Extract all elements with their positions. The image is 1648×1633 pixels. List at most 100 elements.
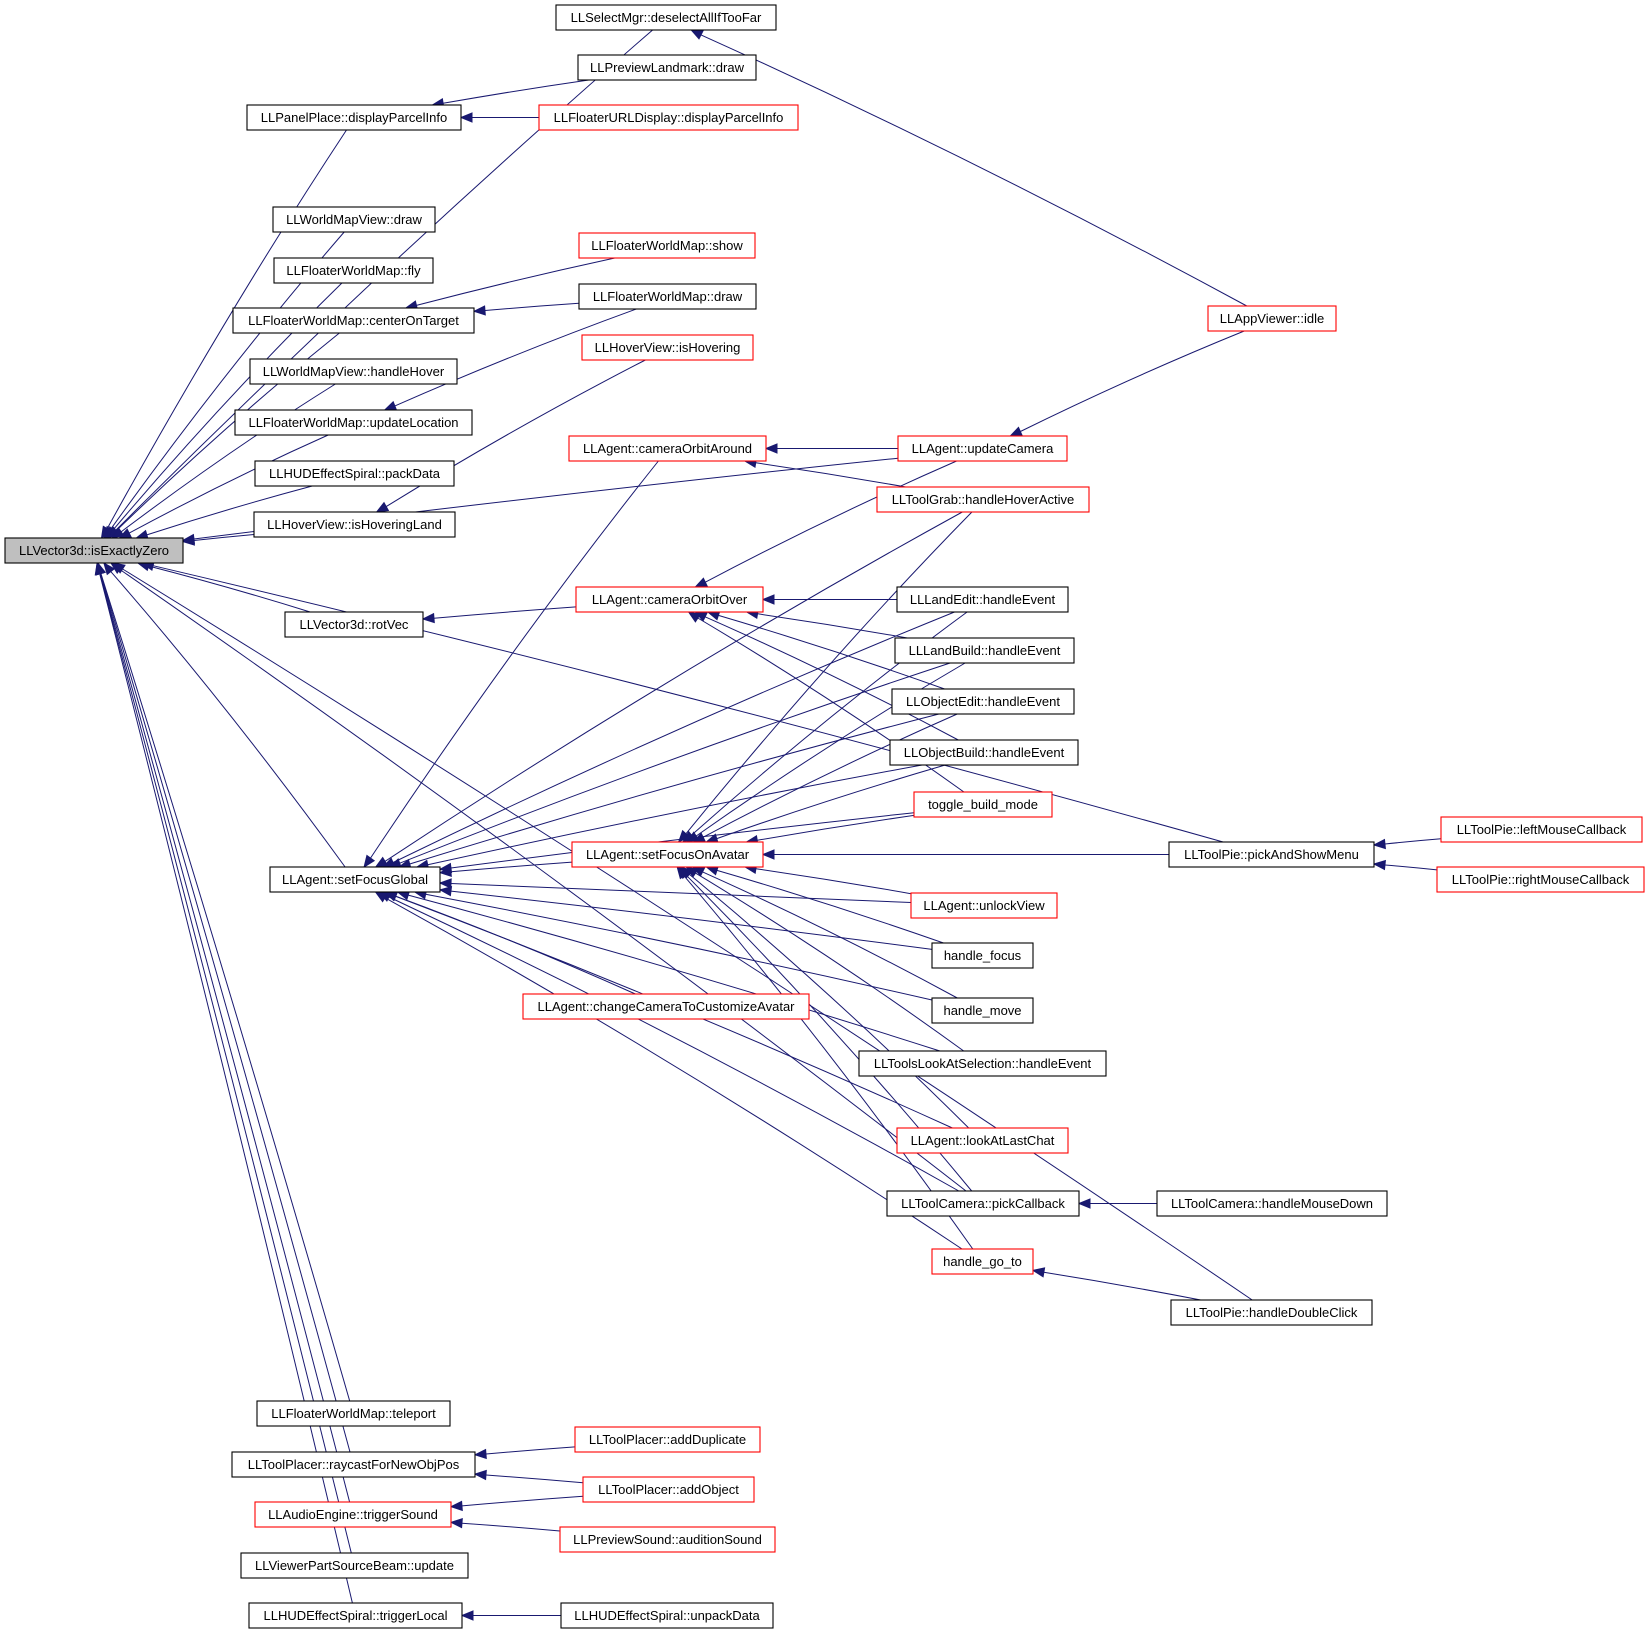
call-edge-cameraOrbitAround-to-setFocusGlobal <box>363 460 659 869</box>
arrowhead-icon <box>438 886 453 897</box>
edge-line <box>716 869 944 944</box>
arrowhead-icon <box>460 1610 474 1621</box>
node-box <box>582 1476 755 1503</box>
node-label: LLVector3d::isExactlyZero <box>19 543 169 558</box>
edge-line <box>99 573 351 1503</box>
node-panelPlaceDisplay[interactable]: LLPanelPlace::displayParcelInfo <box>246 104 462 131</box>
node-setFocusOnAvatar[interactable]: LLAgent::setFocusOnAvatar <box>571 841 764 868</box>
node-updateCamera[interactable]: LLAgent::updateCamera <box>897 435 1068 462</box>
node-cameraOrbitOver[interactable]: LLAgent::cameraOrbitOver <box>575 586 764 613</box>
node-label: LLWorldMapView::draw <box>286 212 422 227</box>
node-floaterURLDisplay[interactable]: LLFloaterURLDisplay::displayParcelInfo <box>538 104 799 131</box>
edge-line <box>395 895 636 995</box>
call-edge-pickCallback-to-setFocusGlobal <box>378 891 960 1192</box>
node-box <box>284 611 424 638</box>
node-floaterWorldMapShow[interactable]: LLFloaterWorldMap::show <box>578 232 756 259</box>
call-edge-rightMouse-to-pickAndShowMenu <box>1372 859 1438 871</box>
node-appViewerIdle[interactable]: LLAppViewer::idle <box>1207 305 1337 332</box>
node-box <box>1436 866 1645 893</box>
node-leftMouse[interactable]: LLToolPie::leftMouseCallback <box>1440 816 1643 843</box>
edge-line <box>409 713 940 865</box>
node-triggerLocal[interactable]: LLHUDEffectSpiral::triggerLocal <box>248 1602 463 1629</box>
node-worldMapHandleHover[interactable]: LLWorldMapView::handleHover <box>249 358 458 385</box>
node-toggleBuild[interactable]: toggle_build_mode <box>913 791 1053 818</box>
node-setFocusGlobal[interactable]: LLAgent::setFocusGlobal <box>269 866 441 893</box>
call-edge-toggleBuild-to-cameraOrbitOver <box>687 611 965 793</box>
edge-line <box>461 1495 584 1507</box>
node-handleDoubleClick[interactable]: LLToolPie::handleDoubleClick <box>1170 1299 1373 1326</box>
arrowhead-icon <box>473 1469 487 1481</box>
arrowhead-icon <box>473 1448 487 1460</box>
node-objectBuild[interactable]: LLObjectBuild::handleEvent <box>889 739 1079 766</box>
node-addDuplicate[interactable]: LLToolPlacer::addDuplicate <box>574 1426 761 1453</box>
edge-line <box>433 606 577 619</box>
node-box <box>571 841 764 868</box>
node-box <box>891 688 1075 715</box>
edge-line <box>394 308 637 407</box>
node-label: LLToolPie::rightMouseCallback <box>1452 872 1630 887</box>
node-handleMouseDown[interactable]: LLToolCamera::handleMouseDown <box>1156 1190 1388 1217</box>
node-previewLandmarkDraw[interactable]: LLPreviewLandmark::draw <box>577 54 757 81</box>
node-box <box>231 1451 476 1478</box>
node-toolsLookAt[interactable]: LLToolsLookAtSelection::handleEvent <box>858 1050 1107 1077</box>
node-label: LLAgent::cameraOrbitOver <box>592 592 748 607</box>
node-pickAndShowMenu[interactable]: LLToolPie::pickAndShowMenu <box>1168 841 1375 868</box>
arrowhead-icon <box>690 29 704 40</box>
arrowhead-icon <box>472 305 486 316</box>
node-teleport[interactable]: LLFloaterWorldMap::teleport <box>256 1400 451 1427</box>
node-label: LLAgent::changeCameraToCustomizeAvatar <box>537 999 795 1014</box>
node-handleGoTo[interactable]: handle_go_to <box>931 1248 1034 1275</box>
node-hudPackData[interactable]: LLHUDEffectSpiral::packData <box>254 460 455 487</box>
edge-line <box>485 1474 584 1484</box>
node-floaterWorldMapDraw[interactable]: LLFloaterWorldMap::draw <box>578 283 757 310</box>
node-unpackData[interactable]: LLHUDEffectSpiral::unpackData <box>560 1602 774 1629</box>
arrowhead-icon <box>449 1500 463 1512</box>
node-deselect[interactable]: LLSelectMgr::deselectAllIfTooFar <box>555 4 777 31</box>
edge-line <box>757 613 908 639</box>
node-box <box>254 460 455 487</box>
node-unlockView[interactable]: LLAgent::unlockView <box>910 892 1058 919</box>
edge-line <box>152 565 1224 843</box>
arrowhead-icon <box>676 865 689 880</box>
node-cameraOrbitAround[interactable]: LLAgent::cameraOrbitAround <box>568 435 767 462</box>
node-box <box>894 637 1075 664</box>
node-box <box>568 435 767 462</box>
node-changeCamera[interactable]: LLAgent::changeCameraToCustomizeAvatar <box>522 993 810 1020</box>
node-layer: LLVector3d::isExactlyZero LLSelectMgr::de… <box>4 4 1645 1629</box>
node-hoverIsHovering[interactable]: LLHoverView::isHovering <box>581 334 754 361</box>
node-handleFocus[interactable]: handle_focus <box>931 942 1034 969</box>
arrowhead-icon <box>1372 838 1386 850</box>
node-rotVec[interactable]: LLVector3d::rotVec <box>284 611 424 638</box>
node-root[interactable]: LLVector3d::isExactlyZero <box>4 537 184 564</box>
node-label: LLFloaterURLDisplay::displayParcelInfo <box>554 110 784 125</box>
node-landEdit[interactable]: LLLandEdit::handleEvent <box>896 586 1069 613</box>
edge-line <box>110 571 346 868</box>
node-objectEdit[interactable]: LLObjectEdit::handleEvent <box>891 688 1075 715</box>
node-label: LLViewerPartSourceBeam::update <box>255 1558 454 1573</box>
call-edge-landEdit-to-setFocusGlobal <box>381 611 955 868</box>
node-lookAtLastChat[interactable]: LLAgent::lookAtLastChat <box>896 1127 1069 1154</box>
node-partSourceBeam[interactable]: LLViewerPartSourceBeam::update <box>240 1552 469 1579</box>
node-handleMove[interactable]: handle_move <box>931 997 1034 1024</box>
node-worldMapViewDraw[interactable]: LLWorldMapView::draw <box>272 206 436 233</box>
node-addObject[interactable]: LLToolPlacer::addObject <box>582 1476 755 1503</box>
edge-line <box>115 332 340 532</box>
edge-line <box>443 79 589 104</box>
node-triggerSound[interactable]: LLAudioEngine::triggerSound <box>254 1501 452 1528</box>
call-edge-appViewerIdle-to-deselect <box>690 29 1248 307</box>
node-box <box>559 1526 776 1553</box>
node-raycast[interactable]: LLToolPlacer::raycastForNewObjPos <box>231 1451 476 1478</box>
node-pickCallback[interactable]: LLToolCamera::pickCallback <box>886 1190 1080 1217</box>
node-toolGrabHover[interactable]: LLToolGrab::handleHoverActive <box>876 486 1090 513</box>
edge-line <box>193 534 255 541</box>
node-hoverIsHoveringLand[interactable]: LLHoverView::isHoveringLand <box>253 511 456 538</box>
node-updateLocation[interactable]: LLFloaterWorldMap::updateLocation <box>234 409 473 436</box>
call-edge-unpackData-to-triggerLocal <box>460 1610 561 1621</box>
node-centerOnTarget[interactable]: LLFloaterWorldMap::centerOnTarget <box>232 307 475 334</box>
node-landBuild[interactable]: LLLandBuild::handleEvent <box>894 637 1075 664</box>
node-auditionSound[interactable]: LLPreviewSound::auditionSound <box>559 1526 776 1553</box>
node-rightMouse[interactable]: LLToolPie::rightMouseCallback <box>1436 866 1645 893</box>
call-edge-cameraOrbitOver-to-rotVec <box>421 606 577 624</box>
call-edge-landBuild-to-cameraOrbitOver <box>745 608 908 639</box>
node-floaterWorldMapFly[interactable]: LLFloaterWorldMap::fly <box>273 257 434 284</box>
